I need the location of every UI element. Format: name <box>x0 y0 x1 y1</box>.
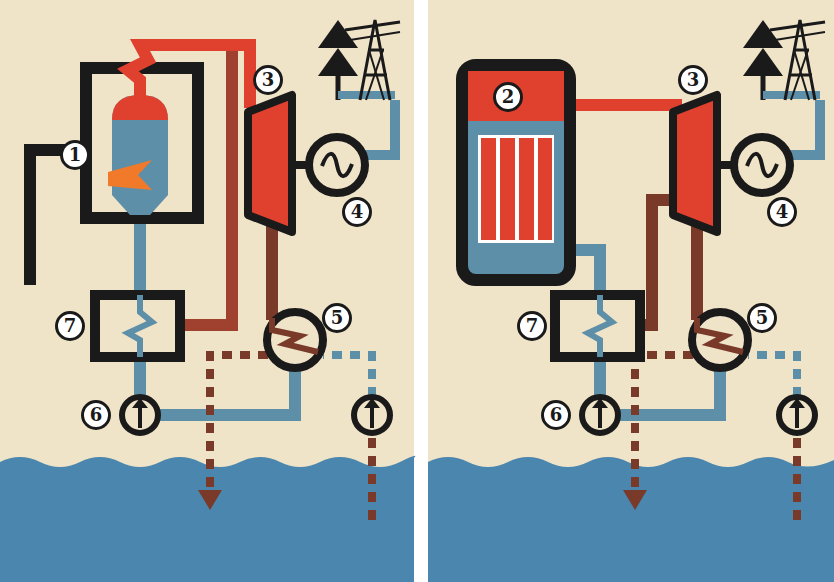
callout-number: 7 <box>55 311 85 341</box>
fossil-plant <box>30 20 400 520</box>
callout-number: 5 <box>747 303 777 333</box>
callout-number: 7 <box>517 311 547 341</box>
callout-number: 3 <box>678 65 708 95</box>
feed-pump <box>582 397 618 433</box>
callout-number: 5 <box>322 303 352 333</box>
water <box>428 457 834 582</box>
callout-number: 4 <box>767 197 797 227</box>
reactor <box>462 65 570 280</box>
callout-number: 2 <box>493 82 523 112</box>
callout-number: 3 <box>253 65 283 95</box>
nuclear-plant <box>462 20 825 520</box>
flame <box>108 160 152 190</box>
fuel-rods <box>478 135 554 243</box>
water <box>0 456 415 582</box>
panel <box>428 0 834 582</box>
callout-number: 6 <box>541 400 571 430</box>
callout-number: 6 <box>81 400 111 430</box>
callout-number: 1 <box>60 140 90 170</box>
preheater <box>555 295 640 357</box>
feed-pump <box>122 397 158 433</box>
preheater <box>95 295 180 357</box>
callout-number: 4 <box>342 197 372 227</box>
